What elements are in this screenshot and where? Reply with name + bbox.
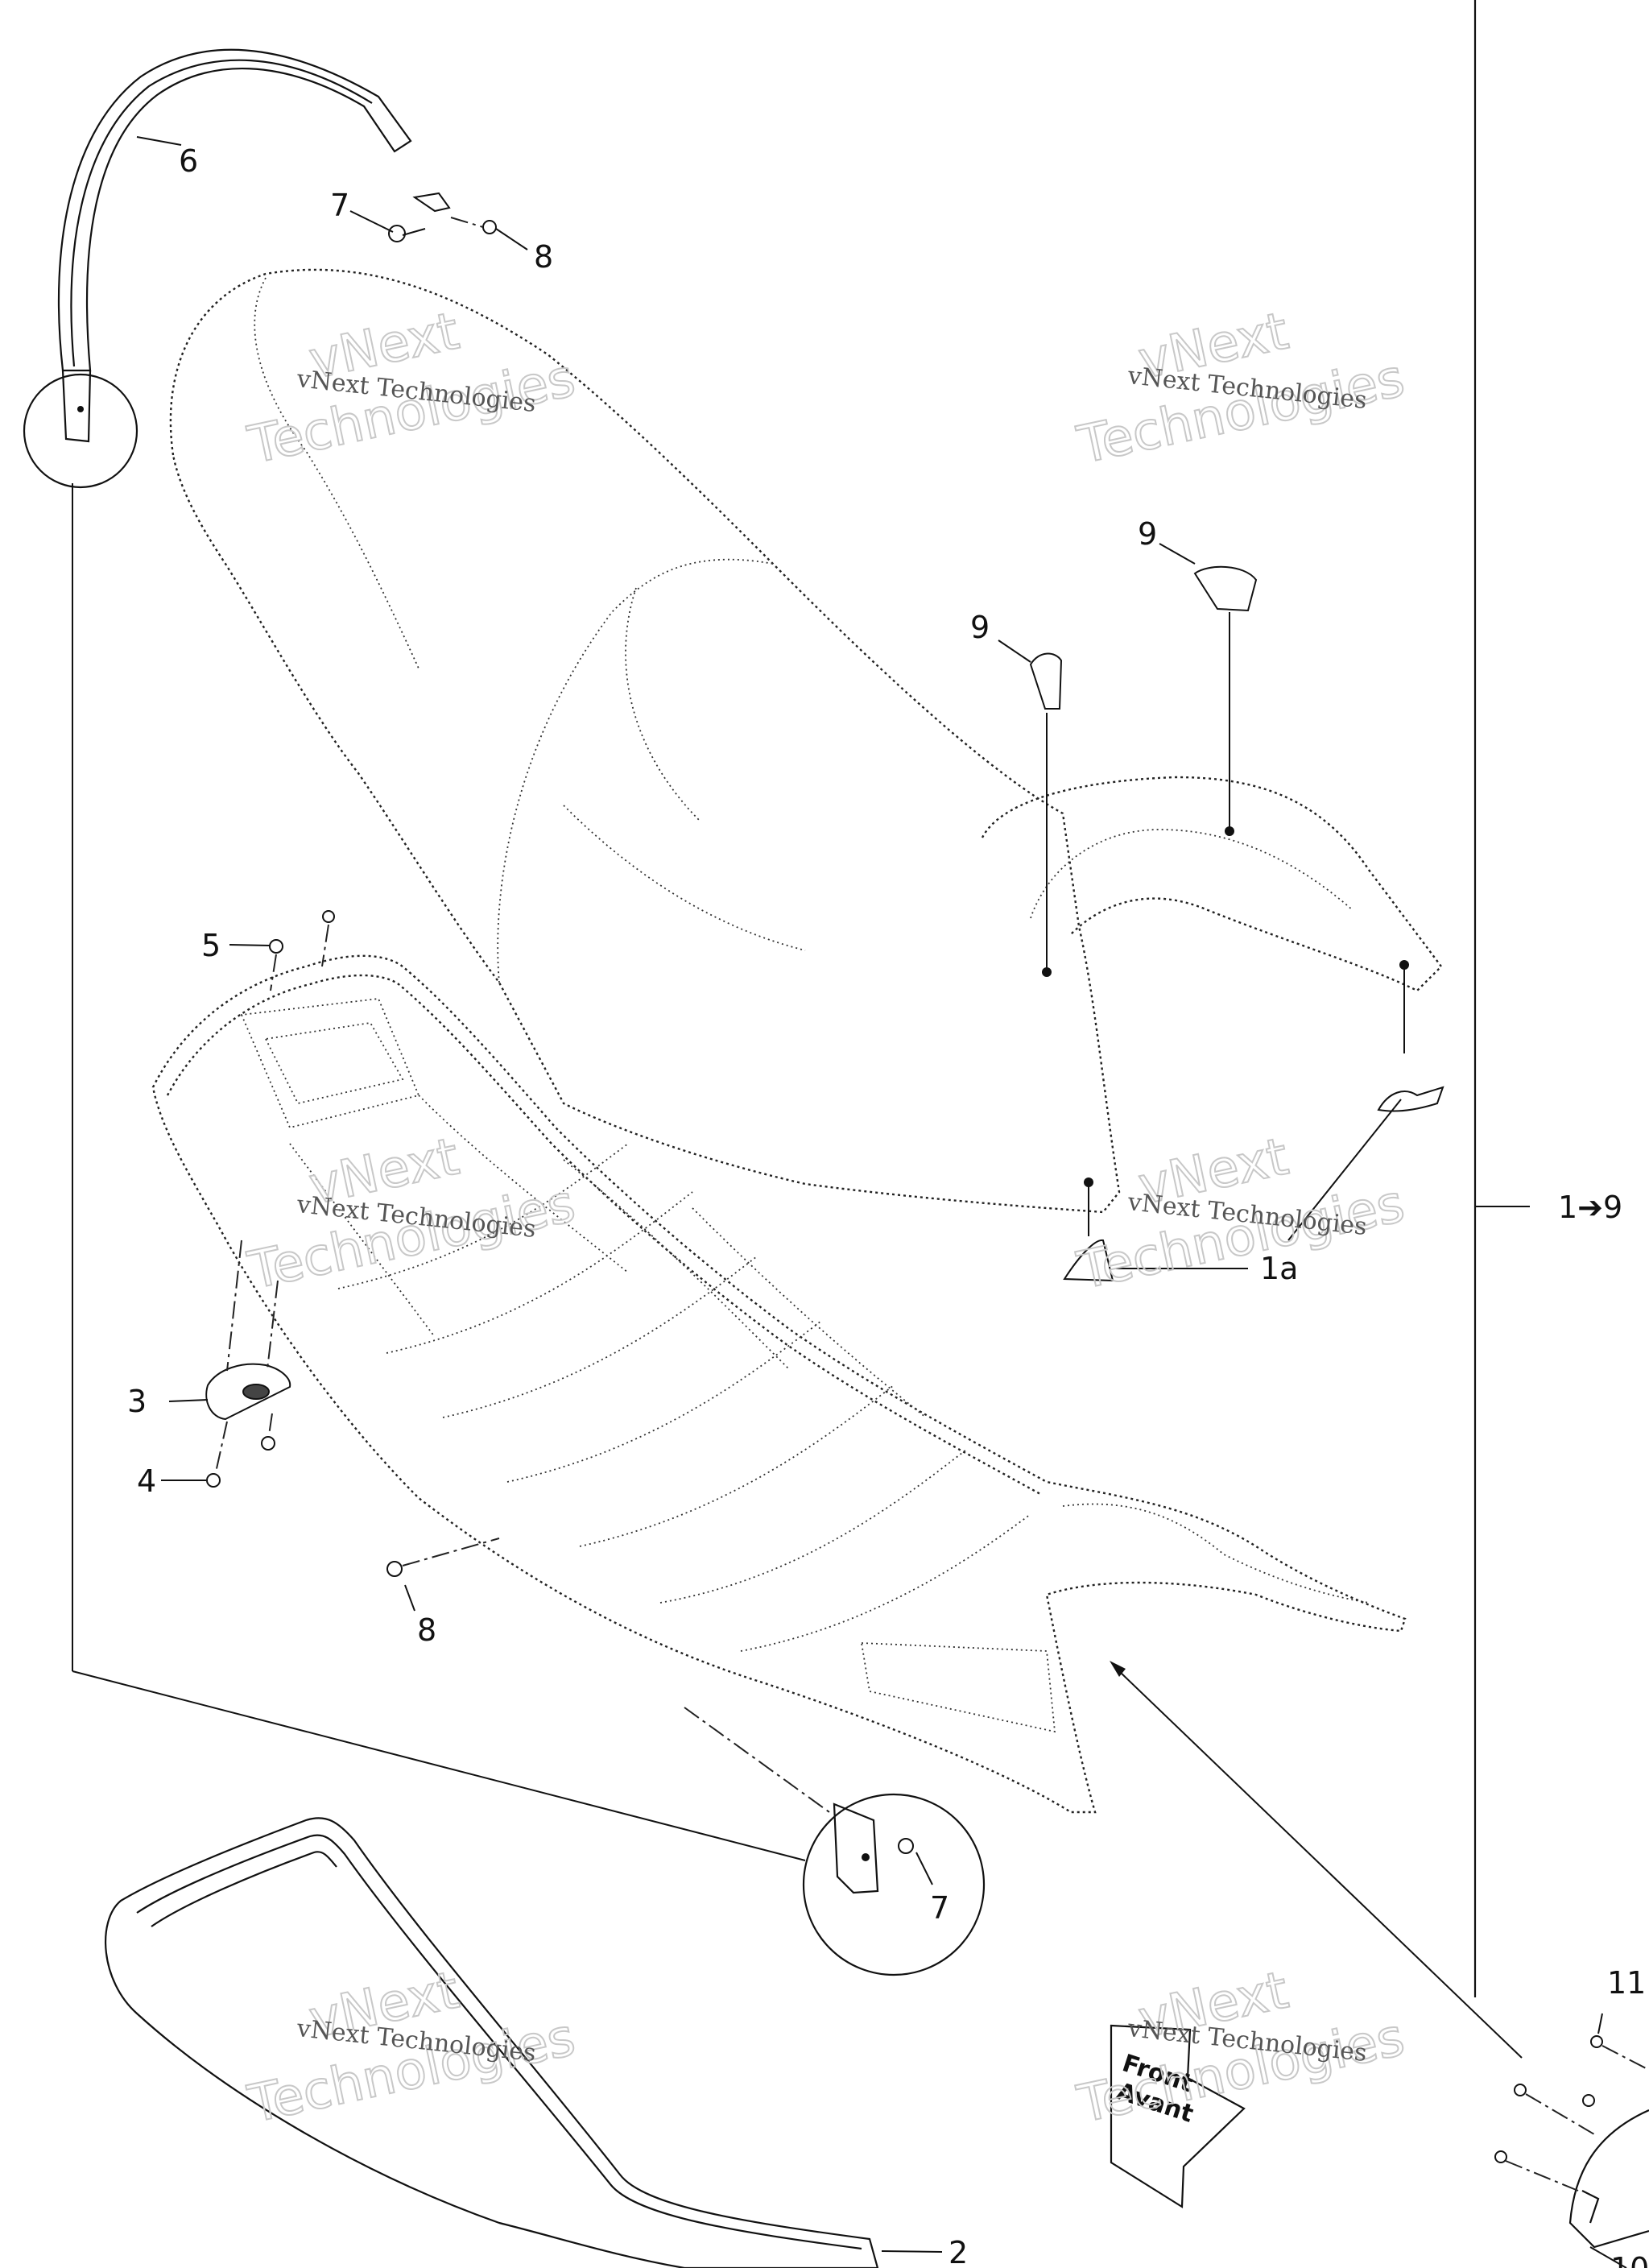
watermark-5: vNext Technologies vNext Technologies — [242, 1960, 581, 2135]
callout-5: 5 — [201, 928, 221, 963]
callout-1a: 1a — [1260, 1251, 1298, 1286]
direction-arrow — [1110, 1661, 1523, 2059]
nut-8-top — [450, 217, 497, 234]
detail-circle-bottom — [802, 1793, 986, 1976]
bolts-4 — [206, 1413, 275, 1488]
nut-8-bottom — [386, 1538, 500, 1577]
callout-7-bottom: 7 — [930, 1890, 949, 1926]
callout-leaders — [136, 136, 1248, 2253]
callout-1-to-9: 1➔9 — [1558, 1190, 1622, 1225]
watermark-1: vNext Technologies vNext Technologies — [242, 300, 581, 476]
callout-3: 3 — [127, 1384, 147, 1419]
callout-8-bottom: 8 — [417, 1612, 436, 1648]
watermark-2: vNext Technologies vNext Technologies — [1072, 300, 1411, 476]
callout-6: 6 — [179, 143, 198, 179]
seat-base — [151, 954, 1407, 1814]
bumper-9-left — [1029, 652, 1063, 972]
callout-9-right: 9 — [1138, 516, 1157, 552]
callout-8-top: 8 — [534, 239, 553, 275]
watermark-3: vNext Technologies vNext Technologies — [242, 1126, 581, 1302]
gasket-part-2 — [105, 1817, 879, 2268]
detail-circle-top — [23, 373, 138, 489]
callout-7-top: 7 — [330, 188, 349, 223]
pad-1a-right — [1287, 965, 1444, 1241]
bolt-7-top — [388, 192, 451, 242]
callout-4: 4 — [137, 1463, 156, 1499]
nut-5 — [269, 910, 335, 991]
strap-part-6 — [57, 48, 412, 443]
pad-1a-left — [1063, 1182, 1114, 1282]
assembly-bracket — [1473, 0, 1530, 1997]
callout-11: 11 — [1607, 1965, 1646, 2001]
callout-labels: 6 7 8 9 9 5 1a 1➔9 3 4 8 7 11 2 10 — [127, 143, 1649, 2268]
hinge-bracket-3 — [205, 1240, 291, 1421]
callout-2: 2 — [948, 2235, 968, 2268]
tray-part-10 — [1568, 2109, 1649, 2268]
bumper-9-right — [1193, 565, 1258, 831]
strap-end-detail — [684, 1707, 914, 1894]
callout-9-left: 9 — [970, 610, 990, 645]
watermark-6: vNext Technologies vNext Technologies — [1072, 1960, 1411, 2135]
callout-10: 10 — [1610, 2251, 1649, 2268]
bolts-11 — [1494, 2013, 1649, 2191]
